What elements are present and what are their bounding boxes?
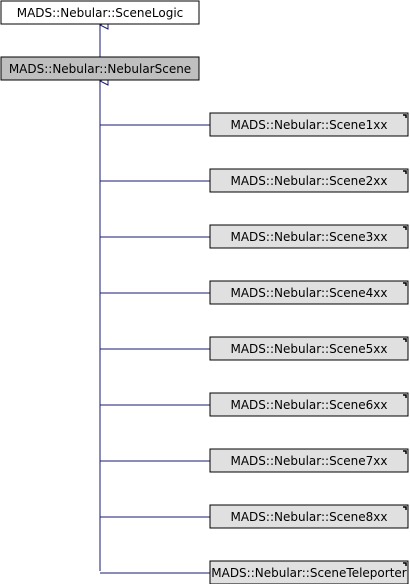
node-box [209, 336, 409, 361]
corner-mark [403, 170, 407, 174]
node-label: MADS::Nebular::Scene4xx [230, 286, 387, 300]
node-scene-logic[interactable]: MADS::Nebular::SceneLogic [0, 0, 200, 25]
node-child-1[interactable]: MADS::Nebular::Scene1xx [209, 112, 409, 137]
node-label: MADS::Nebular::NebularScene [9, 62, 191, 76]
node-box [209, 112, 409, 137]
node-label: MADS::Nebular::Scene8xx [230, 510, 387, 524]
node-box [209, 560, 409, 584]
corner-mark [403, 338, 407, 342]
corner-mark [403, 562, 407, 566]
node-label: MADS::Nebular::SceneLogic [17, 6, 184, 20]
node-child-5[interactable]: MADS::Nebular::Scene5xx [209, 336, 409, 361]
corner-mark [403, 506, 407, 510]
node-nebular-scene: MADS::Nebular::NebularScene [0, 56, 200, 81]
node-label: MADS::Nebular::Scene2xx [230, 174, 387, 188]
node-label: MADS::Nebular::Scene3xx [230, 230, 387, 244]
node-box [209, 448, 409, 473]
node-label: MADS::Nebular::Scene5xx [230, 342, 387, 356]
node-label: MADS::Nebular::Scene7xx [230, 454, 387, 468]
node-label: MADS::Nebular::Scene1xx [230, 118, 387, 132]
node-child-2[interactable]: MADS::Nebular::Scene2xx [209, 168, 409, 193]
node-box [209, 168, 409, 193]
corner-mark [403, 114, 407, 118]
corner-mark [403, 450, 407, 454]
node-child-6[interactable]: MADS::Nebular::Scene6xx [209, 392, 409, 417]
node-child-7[interactable]: MADS::Nebular::Scene7xx [209, 448, 409, 473]
node-box [209, 224, 409, 249]
corner-mark [403, 394, 407, 398]
node-child-4[interactable]: MADS::Nebular::Scene4xx [209, 280, 409, 305]
node-label: MADS::Nebular::SceneTeleporter [211, 566, 407, 580]
node-child-3[interactable]: MADS::Nebular::Scene3xx [209, 224, 409, 249]
node-child-9[interactable]: MADS::Nebular::SceneTeleporter [209, 560, 409, 584]
corner-mark [403, 226, 407, 230]
node-child-8[interactable]: MADS::Nebular::Scene8xx [209, 504, 409, 529]
corner-mark [403, 282, 407, 286]
node-label: MADS::Nebular::Scene6xx [230, 398, 387, 412]
node-box [209, 392, 409, 417]
node-box [209, 504, 409, 529]
node-box [209, 280, 409, 305]
